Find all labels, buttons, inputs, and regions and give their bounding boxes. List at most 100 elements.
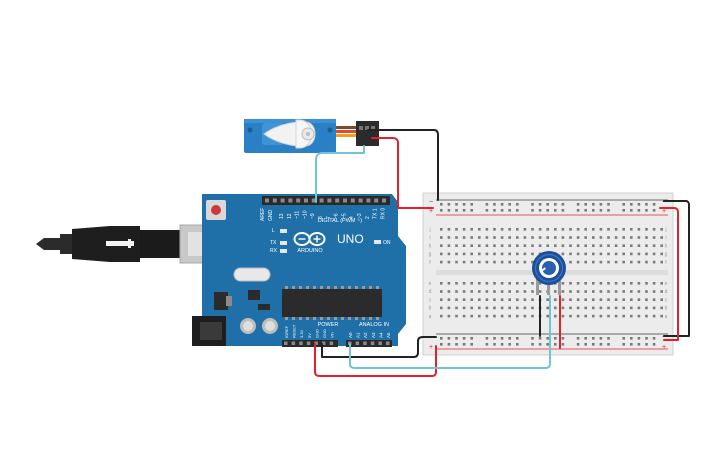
breadboard-hole[interactable] [447, 282, 451, 285]
breadboard-hole[interactable] [584, 314, 587, 318]
breadboard-hole[interactable] [652, 260, 656, 264]
breadboard-hole[interactable] [478, 260, 481, 264]
breadboard-hole[interactable] [660, 260, 663, 264]
breadboard-hole[interactable] [576, 343, 580, 346]
breadboard-hole[interactable] [652, 209, 656, 212]
breadboard-hole[interactable] [607, 343, 610, 346]
breadboard-hole[interactable] [440, 244, 443, 247]
breadboard-hole[interactable] [500, 260, 504, 264]
breadboard-hole[interactable] [440, 260, 443, 264]
header-pin[interactable] [311, 198, 316, 203]
breadboard-hole[interactable] [607, 203, 610, 206]
breadboard-hole[interactable] [561, 244, 565, 247]
breadboard-hole[interactable] [592, 260, 595, 264]
breadboard-hole[interactable] [462, 228, 466, 231]
breadboard-hole[interactable] [554, 228, 557, 231]
breadboard-hole[interactable] [561, 203, 565, 206]
breadboard-hole[interactable] [660, 252, 663, 256]
breadboard-hole[interactable] [440, 290, 443, 293]
breadboard-hole[interactable] [592, 252, 595, 256]
breadboard-hole[interactable] [462, 244, 466, 247]
breadboard-hole[interactable] [508, 260, 511, 264]
breadboard-hole[interactable] [599, 260, 603, 264]
breadboard-hole[interactable] [630, 228, 633, 231]
breadboard-hole[interactable] [576, 209, 580, 212]
breadboard-hole[interactable] [516, 343, 519, 346]
breadboard-hole[interactable] [470, 306, 473, 310]
breadboard-hole[interactable] [500, 337, 504, 340]
breadboard-hole[interactable] [485, 236, 489, 239]
breadboard-hole[interactable] [531, 244, 534, 247]
breadboard-hole[interactable] [538, 343, 542, 346]
breadboard-hole[interactable] [660, 298, 663, 301]
breadboard-hole[interactable] [584, 337, 587, 340]
breadboard-hole[interactable] [493, 290, 496, 293]
breadboard-hole[interactable] [447, 343, 451, 346]
header-pin[interactable] [272, 198, 277, 203]
breadboard-hole[interactable] [493, 209, 496, 212]
breadboard-hole[interactable] [607, 282, 610, 285]
breadboard-hole[interactable] [546, 228, 549, 231]
breadboard-hole[interactable] [478, 252, 481, 256]
breadboard-hole[interactable] [493, 337, 496, 340]
breadboard-hole[interactable] [660, 282, 663, 285]
breadboard-hole[interactable] [652, 306, 656, 310]
breadboard-hole[interactable] [493, 343, 496, 346]
breadboard-hole[interactable] [493, 282, 496, 285]
breadboard-hole[interactable] [637, 290, 641, 293]
header-pin[interactable] [370, 341, 375, 346]
breadboard-hole[interactable] [516, 260, 519, 264]
breadboard-hole[interactable] [508, 228, 511, 231]
breadboard-hole[interactable] [470, 203, 473, 206]
breadboard-hole[interactable] [516, 306, 519, 310]
header-pin[interactable] [366, 198, 371, 203]
breadboard-hole[interactable] [561, 228, 565, 231]
breadboard-hole[interactable] [584, 209, 587, 212]
breadboard-hole[interactable] [630, 209, 633, 212]
breadboard-hole[interactable] [660, 306, 663, 310]
breadboard-hole[interactable] [660, 228, 663, 231]
breadboard-hole[interactable] [576, 314, 580, 318]
breadboard-hole[interactable] [637, 343, 641, 346]
breadboard-hole[interactable] [645, 236, 648, 239]
breadboard-hole[interactable] [531, 343, 534, 346]
breadboard-hole[interactable] [455, 260, 458, 264]
breadboard-hole[interactable] [599, 252, 603, 256]
breadboard-hole[interactable] [531, 337, 534, 340]
breadboard-hole[interactable] [447, 209, 451, 212]
breadboard-hole[interactable] [462, 337, 466, 340]
breadboard-hole[interactable] [447, 337, 451, 340]
breadboard-hole[interactable] [516, 244, 519, 247]
breadboard-hole[interactable] [622, 314, 625, 318]
breadboard-hole[interactable] [660, 314, 663, 318]
breadboard-hole[interactable] [614, 236, 618, 239]
breadboard-hole[interactable] [592, 306, 595, 310]
breadboard-hole[interactable] [500, 209, 504, 212]
breadboard-hole[interactable] [622, 252, 625, 256]
breadboard-hole[interactable] [478, 228, 481, 231]
breadboard-hole[interactable] [607, 260, 610, 264]
breadboard-hole[interactable] [576, 290, 580, 293]
breadboard-hole[interactable] [576, 306, 580, 310]
breadboard-hole[interactable] [546, 236, 549, 239]
breadboard-hole[interactable] [538, 337, 542, 340]
breadboard-hole[interactable] [630, 290, 633, 293]
breadboard-hole[interactable] [455, 282, 458, 285]
breadboard-hole[interactable] [652, 252, 656, 256]
breadboard-hole[interactable] [584, 306, 587, 310]
breadboard-hole[interactable] [485, 298, 489, 301]
header-pin[interactable] [335, 198, 340, 203]
breadboard-hole[interactable] [630, 282, 633, 285]
breadboard-hole[interactable] [546, 343, 549, 346]
breadboard-hole[interactable] [622, 343, 625, 346]
breadboard-hole[interactable] [599, 203, 603, 206]
breadboard-hole[interactable] [592, 290, 595, 293]
breadboard-hole[interactable] [508, 252, 511, 256]
header-pin[interactable] [314, 341, 318, 346]
breadboard-hole[interactable] [554, 203, 557, 206]
breadboard-hole[interactable] [455, 306, 458, 310]
breadboard-hole[interactable] [652, 282, 656, 285]
breadboard-hole[interactable] [485, 314, 489, 318]
breadboard-hole[interactable] [622, 298, 625, 301]
breadboard-hole[interactable] [584, 282, 587, 285]
